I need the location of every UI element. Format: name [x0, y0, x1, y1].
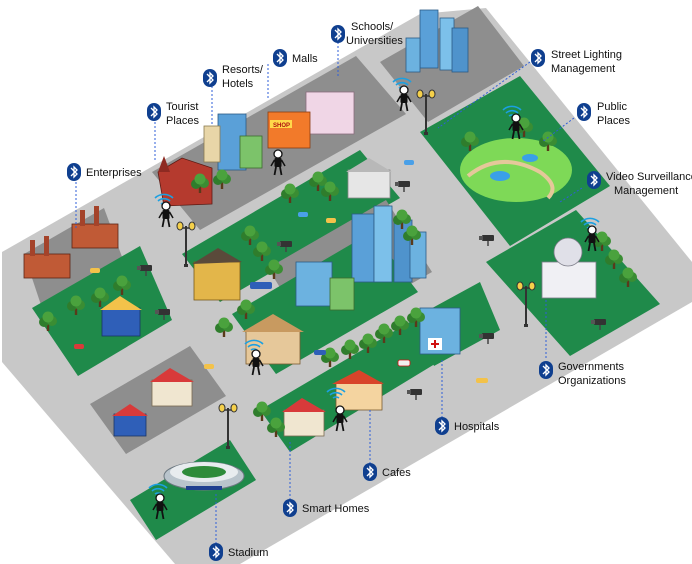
connectors [75, 42, 583, 544]
vehicles [74, 160, 488, 383]
bluetooth-icon [208, 542, 224, 562]
callout-cafes: Cafes [362, 462, 411, 482]
label-enterprises: Enterprises [86, 167, 142, 179]
callout-enterprises: Enterprises [66, 162, 142, 182]
bluetooth-icon [272, 48, 288, 68]
label-public-places-line2: Places [597, 115, 631, 127]
bluetooth-icon [530, 48, 546, 68]
callout-smart-homes: Smart Homes [282, 498, 370, 518]
callout-hospitals: Hospitals [434, 416, 500, 436]
label-schools-line1: Schools/ [351, 21, 394, 33]
mall-shop-sign: SHOP [273, 123, 290, 129]
bluetooth-icon [202, 68, 218, 88]
label-resorts-line2: Hotels [222, 78, 254, 90]
park-details [460, 138, 572, 202]
callout-video-surveillance: Video Surveillance Management [586, 170, 692, 197]
stadium-building [163, 461, 245, 491]
callout-street-lighting: Street Lighting Management [530, 48, 622, 75]
bluetooth-icon [538, 360, 554, 380]
label-tourist-line2: Places [166, 115, 200, 127]
callout-malls: Malls [272, 48, 318, 68]
callout-schools: Schools/ Universities [330, 21, 403, 47]
label-hospitals: Hospitals [454, 421, 500, 433]
bluetooth-icon [330, 24, 346, 44]
label-resorts-line1: Resorts/ [222, 64, 264, 76]
label-street-lighting-line1: Street Lighting [551, 49, 622, 61]
label-governments-line1: Governments [558, 361, 625, 373]
label-stadium: Stadium [228, 547, 268, 559]
callout-resorts: Resorts/ Hotels [202, 64, 264, 90]
label-governments-line2: Organizations [558, 375, 626, 387]
bluetooth-icon [576, 102, 592, 122]
callout-governments: Governments Organizations [538, 360, 626, 387]
bluetooth-icon [66, 162, 82, 182]
label-street-lighting-line2: Management [551, 63, 615, 75]
bluetooth-icon [586, 170, 602, 190]
label-video-surveillance-line1: Video Surveillance [606, 171, 692, 183]
bluetooth-icon [282, 498, 298, 518]
label-schools-line2: Universities [346, 35, 403, 47]
callout-tourist: Tourist Places [146, 101, 200, 127]
bluetooth-icon [434, 416, 450, 436]
callout-public-places: Public Places [576, 101, 631, 127]
label-public-places-line1: Public [597, 101, 627, 113]
bluetooth-icon [362, 462, 378, 482]
callout-labels: Schools/ Universities Street Lighting Ma… [66, 21, 692, 562]
bluetooth-icon [146, 102, 162, 122]
callout-stadium: Stadium [208, 542, 268, 562]
label-video-surveillance-line2: Management [614, 185, 678, 197]
label-malls: Malls [292, 53, 318, 65]
label-tourist-line1: Tourist [166, 101, 198, 113]
label-smart-homes: Smart Homes [302, 503, 370, 515]
buildings: SHOP [23, 9, 597, 437]
label-cafes: Cafes [382, 467, 411, 479]
